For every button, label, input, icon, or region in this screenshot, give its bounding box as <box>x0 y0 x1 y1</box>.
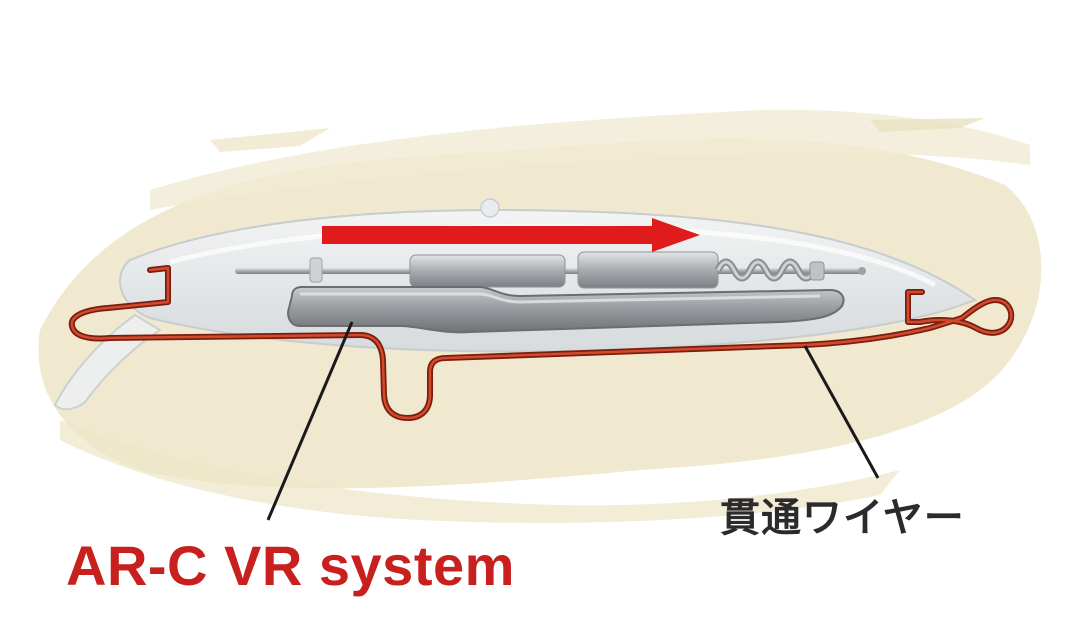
leader-line-wire <box>803 345 880 479</box>
weight-transfer-rod <box>235 251 866 289</box>
wire-label: 貫通ワイヤー <box>720 495 965 541</box>
sliding-weight <box>286 286 845 334</box>
through-wire <box>68 265 1015 421</box>
arrow-right-icon <box>322 218 700 252</box>
leader-line-system <box>266 321 354 521</box>
system-label: AR-C VR system <box>66 534 515 597</box>
